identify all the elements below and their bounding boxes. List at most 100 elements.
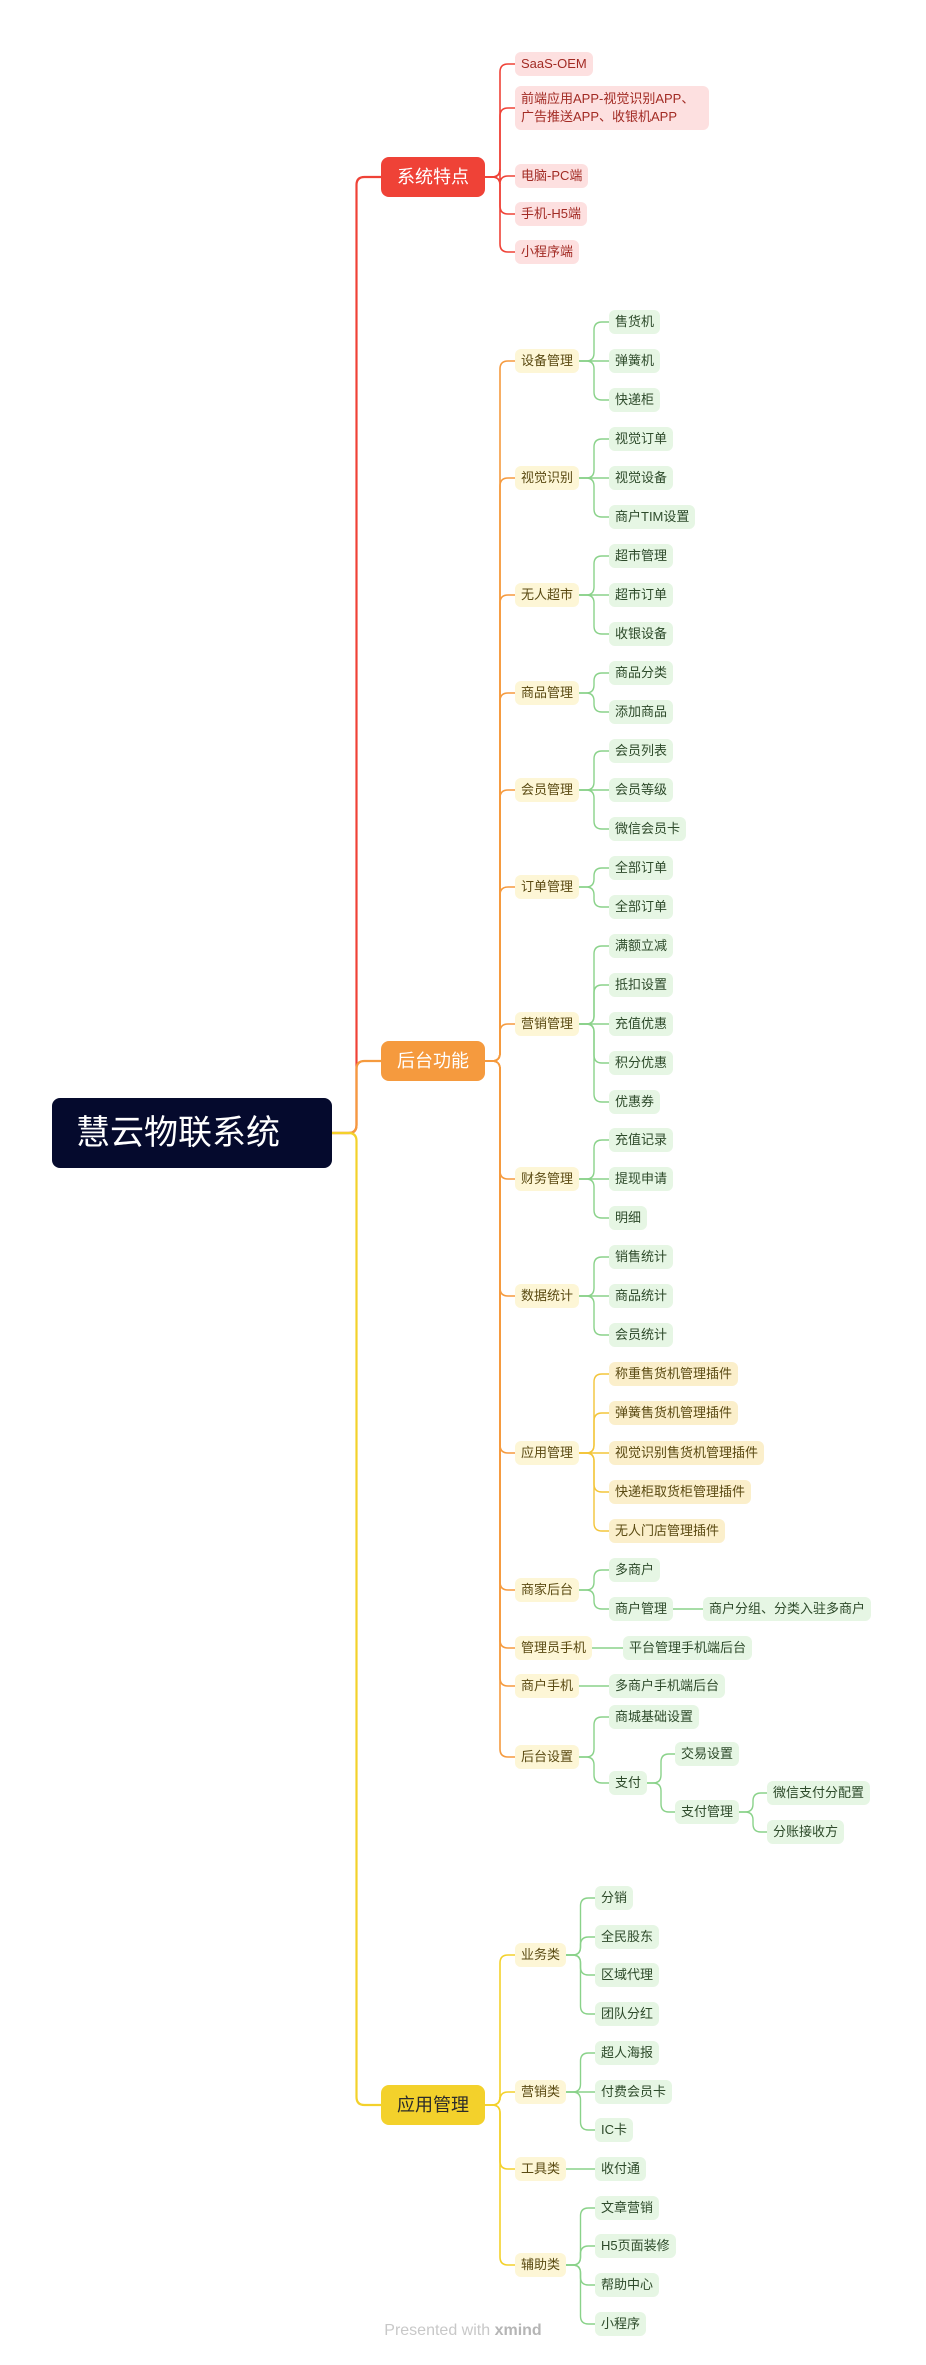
category-finance-management[interactable]: 财务管理 <box>515 1167 580 1191</box>
connector-leaf-merchant-tim <box>579 477 609 518</box>
connector-category-auxiliary <box>485 2104 515 2266</box>
connector-leaf-wechat-member-card <box>579 789 609 830</box>
category-unmanned-supermarket[interactable]: 无人超市 <box>515 583 580 607</box>
leaf-mall-basic-settings[interactable]: 商城基础设置 <box>609 1705 700 1729</box>
feature-frontend-apps[interactable]: 前端应用APP-视觉识别APP、广告推送APP、收银机APP <box>515 86 709 130</box>
connector-leaf-add-product <box>579 692 609 713</box>
category-merchant-mobile[interactable]: 商户手机 <box>515 1674 580 1698</box>
branch-backend-features[interactable]: 后台功能 <box>381 1041 485 1081</box>
category-order-management[interactable]: 订单管理 <box>515 875 580 899</box>
connector-branch-backend-features <box>332 1059 381 1135</box>
category-product-management[interactable]: 商品管理 <box>515 681 580 705</box>
leaf-recharge-discount[interactable]: 充值优惠 <box>609 1012 674 1036</box>
leaf-member-levels[interactable]: 会员等级 <box>609 778 674 802</box>
leaf-wechat-payscore[interactable]: 微信支付分配置 <box>767 1781 871 1805</box>
leaf-help-center[interactable]: 帮助中心 <box>595 2273 660 2297</box>
leaf-visual-plugin[interactable]: 视觉识别售货机管理插件 <box>609 1441 765 1465</box>
leaf-visual-orders[interactable]: 视觉订单 <box>609 427 674 451</box>
connector-leaf-store-plugin <box>579 1452 609 1532</box>
leaf-ic-card[interactable]: IC卡 <box>595 2118 634 2142</box>
leaf-store-plugin[interactable]: 无人门店管理插件 <box>609 1519 726 1543</box>
leaf-details[interactable]: 明细 <box>609 1206 648 1230</box>
feature-h5[interactable]: 手机-H5端 <box>515 202 587 226</box>
category-merchant-backend[interactable]: 商家后台 <box>515 1578 580 1602</box>
category-member-management[interactable]: 会员管理 <box>515 778 580 802</box>
connector-leaf-coupons <box>579 1023 609 1103</box>
leaf-member-list[interactable]: 会员列表 <box>609 739 674 763</box>
category-device-management[interactable]: 设备管理 <box>515 349 580 373</box>
leaf-article-marketing[interactable]: 文章营销 <box>595 2196 660 2220</box>
leaf-add-product[interactable]: 添加商品 <box>609 700 674 724</box>
leaf-locker-plugin[interactable]: 快递柜取货柜管理插件 <box>609 1480 752 1504</box>
branch-app-management[interactable]: 应用管理 <box>381 2085 485 2125</box>
leaf-supermarket-management[interactable]: 超市管理 <box>609 544 674 568</box>
leaf-supermarket-orders[interactable]: 超市订单 <box>609 583 674 607</box>
leaf-product-categories[interactable]: 商品分类 <box>609 661 674 685</box>
category-data-statistics[interactable]: 数据统计 <box>515 1284 580 1308</box>
leaf-cashier-devices[interactable]: 收银设备 <box>609 622 674 646</box>
leaf-payment-management[interactable]: 支付管理 <box>675 1800 740 1824</box>
leaf-visual-devices[interactable]: 视觉设备 <box>609 466 674 490</box>
leaf-recharge-records[interactable]: 充值记录 <box>609 1128 674 1152</box>
leaf-spring-machine[interactable]: 弹簧机 <box>609 349 661 373</box>
leaf-merchant-management[interactable]: 商户管理 <box>609 1597 674 1621</box>
leaf-withdraw-requests[interactable]: 提现申请 <box>609 1167 674 1191</box>
leaf-express-locker[interactable]: 快递柜 <box>609 388 661 412</box>
connector-leaf-details <box>579 1178 609 1219</box>
category-marketing-management[interactable]: 营销管理 <box>515 1012 580 1036</box>
feature-miniprogram[interactable]: 小程序端 <box>515 240 580 264</box>
leaf-paid-member-card[interactable]: 付费会员卡 <box>595 2080 673 2104</box>
root-topic[interactable]: 慧云物联系统 <box>52 1098 332 1168</box>
category-admin-mobile[interactable]: 管理员手机 <box>515 1636 593 1660</box>
leaf-wechat-member-card[interactable]: 微信会员卡 <box>609 817 687 841</box>
leaf-multi-merchant[interactable]: 多商户 <box>609 1558 661 1582</box>
connector-leaf-payment <box>579 1756 609 1784</box>
category-marketing[interactable]: 营销类 <box>515 2080 567 2104</box>
leaf-all-orders-1[interactable]: 全部订单 <box>609 856 674 880</box>
feature-saas-oem[interactable]: SaaS-OEM <box>515 52 593 76</box>
connector-leaf-h5-decoration <box>566 2245 595 2266</box>
leaf-regional-agent[interactable]: 区域代理 <box>595 1963 660 1987</box>
leaf-shareholders[interactable]: 全民股东 <box>595 1925 660 1949</box>
leaf-transaction-settings[interactable]: 交易设置 <box>675 1742 740 1766</box>
leaf-merchant-mobile-backend[interactable]: 多商户手机端后台 <box>609 1674 726 1698</box>
leaf-member-stats[interactable]: 会员统计 <box>609 1323 674 1347</box>
leaf-weighing-plugin[interactable]: 称重售货机管理插件 <box>609 1362 739 1386</box>
leaf-distribution[interactable]: 分销 <box>595 1886 634 1910</box>
connector-leaf-member-stats <box>579 1295 609 1336</box>
connector-leaf-multi-merchant <box>579 1569 609 1591</box>
leaf-points-discount[interactable]: 积分优惠 <box>609 1051 674 1075</box>
category-application-management[interactable]: 应用管理 <box>515 1441 580 1465</box>
leaf-payment-service[interactable]: 收付通 <box>595 2157 647 2181</box>
leaf-all-orders-2[interactable]: 全部订单 <box>609 895 674 919</box>
category-backend-settings[interactable]: 后台设置 <box>515 1745 580 1769</box>
category-business[interactable]: 业务类 <box>515 1943 567 1967</box>
leaf-team-dividend[interactable]: 团队分红 <box>595 2002 660 2026</box>
category-tools[interactable]: 工具类 <box>515 2157 567 2181</box>
leaf-h5-decoration[interactable]: H5页面装修 <box>595 2234 676 2258</box>
leaf-product-stats[interactable]: 商品统计 <box>609 1284 674 1308</box>
leaf-full-reduction[interactable]: 满额立减 <box>609 934 674 958</box>
leaf-split-receiver[interactable]: 分账接收方 <box>767 1820 845 1844</box>
leaf-spring-plugin[interactable]: 弹簧售货机管理插件 <box>609 1401 739 1425</box>
leaf-poster[interactable]: 超人海报 <box>595 2041 660 2065</box>
branch-system-features[interactable]: 系统特点 <box>381 157 485 197</box>
leaf-payment[interactable]: 支付 <box>609 1771 648 1795</box>
leaf-deduction-settings[interactable]: 抵扣设置 <box>609 973 674 997</box>
category-visual-recognition[interactable]: 视觉识别 <box>515 466 580 490</box>
leaf-sales-stats[interactable]: 销售统计 <box>609 1245 674 1269</box>
leaf-merchant-grouping[interactable]: 商户分组、分类入驻多商户 <box>703 1597 872 1621</box>
connector-leaf-cashier-devices <box>579 594 609 635</box>
connector-leaf-all-orders-1 <box>579 867 609 888</box>
connector-leaf-deduction-settings <box>579 984 609 1025</box>
feature-pc[interactable]: 电脑-PC端 <box>515 164 589 188</box>
leaf-platform-mobile-backend[interactable]: 平台管理手机端后台 <box>623 1636 753 1660</box>
leaf-vending-machine[interactable]: 售货机 <box>609 310 661 334</box>
leaf-mini-program[interactable]: 小程序 <box>595 2312 647 2336</box>
connector-leaf-express-locker <box>579 360 609 401</box>
leaf-coupons[interactable]: 优惠券 <box>609 1090 661 1114</box>
connector-leaf-mini-program <box>566 2264 595 2325</box>
category-auxiliary[interactable]: 辅助类 <box>515 2253 567 2277</box>
leaf-merchant-tim[interactable]: 商户TIM设置 <box>609 505 696 529</box>
connector-leaf-mall-basic-settings <box>579 1716 609 1758</box>
